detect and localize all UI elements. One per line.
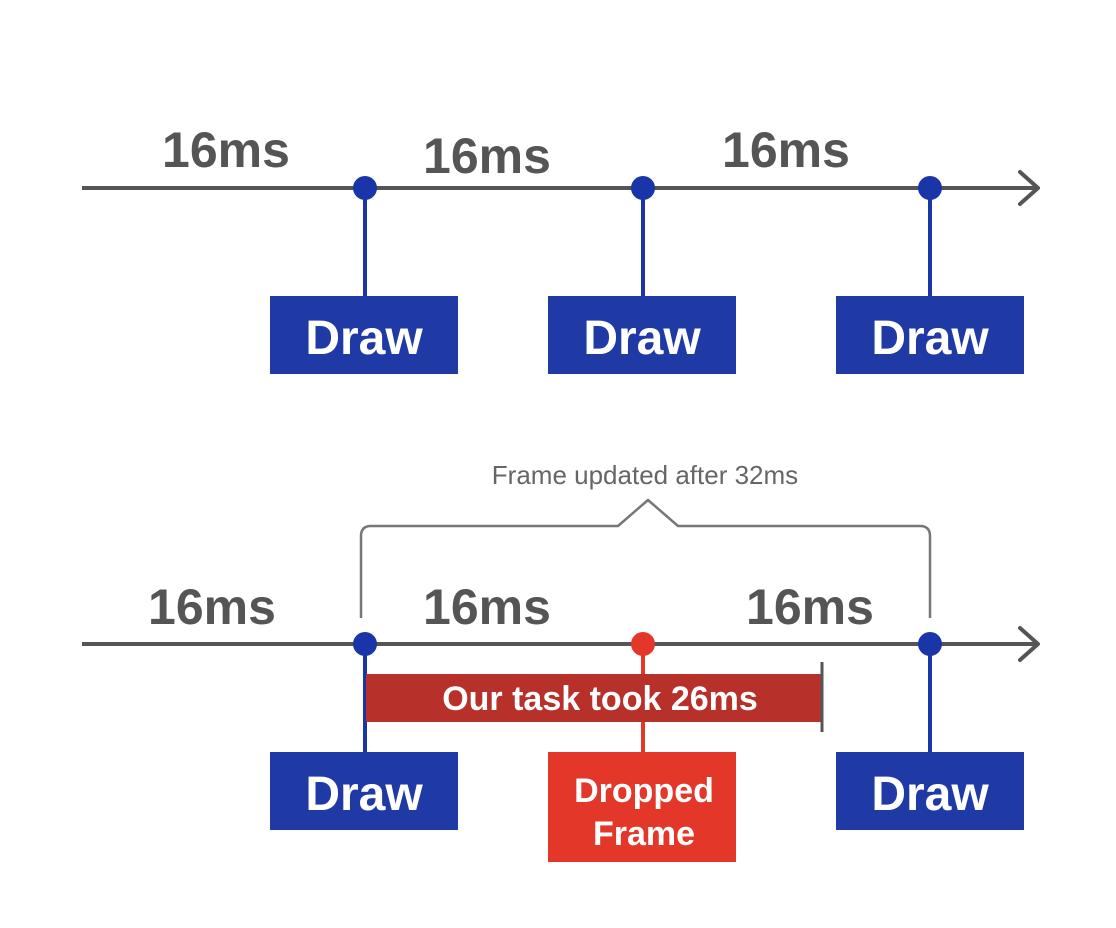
bottom-interval-label-1: 16ms <box>148 579 276 635</box>
bottom-frame-1-draw-label: Draw <box>305 768 423 821</box>
top-axis-arrowhead <box>1018 170 1040 206</box>
bracket-shape <box>359 498 932 618</box>
top-frame-2: Draw <box>548 176 736 374</box>
bottom-frame-1-marker <box>353 632 377 656</box>
top-frame-1-draw-label: Draw <box>305 312 423 365</box>
top-frame-1-draw-box <box>270 296 458 374</box>
bottom-frame-1-draw-box <box>270 752 458 830</box>
top-frame-1: Draw <box>270 176 458 374</box>
top-timeline: 16ms 16ms 16ms Draw Draw Draw <box>82 122 1040 374</box>
top-interval-label-3: 16ms <box>722 122 850 178</box>
dropped-frame-box <box>548 752 736 862</box>
bottom-frame-1 <box>353 632 377 754</box>
task-bar-fill <box>366 674 822 722</box>
bottom-interval-label-2: 16ms <box>423 579 551 635</box>
bracket-label: Frame updated after 32ms <box>492 460 798 490</box>
top-frame-2-marker <box>631 176 655 200</box>
bottom-frame-3 <box>918 632 942 754</box>
task-duration-bar: Our task took 26ms <box>366 662 824 732</box>
bottom-timeline: Frame updated after 32ms 16ms 16ms 16ms … <box>82 460 1040 862</box>
bottom-frame-3-draw-label: Draw <box>871 768 989 821</box>
bottom-frame-2-marker <box>631 632 655 656</box>
bottom-frame-3-marker <box>918 632 942 656</box>
frame-update-bracket: Frame updated after 32ms <box>359 460 932 618</box>
bottom-frame-3-draw-box <box>836 752 1024 830</box>
bottom-axis-arrowhead <box>1018 626 1040 662</box>
top-interval-label-2: 16ms <box>423 128 551 184</box>
dropped-frame-label-line2: Frame <box>593 815 695 853</box>
top-frame-1-marker <box>353 176 377 200</box>
top-frame-2-draw-box <box>548 296 736 374</box>
top-frame-2-draw-label: Draw <box>583 312 701 365</box>
dropped-frame-label-line1: Dropped <box>574 772 714 810</box>
top-frame-3-draw-box <box>836 296 1024 374</box>
top-frame-3-marker <box>918 176 942 200</box>
task-bar-label: Our task took 26ms <box>442 680 758 718</box>
bottom-interval-label-3: 16ms <box>746 579 874 635</box>
top-interval-label-1: 16ms <box>162 122 290 178</box>
top-frame-3-draw-label: Draw <box>871 312 989 365</box>
top-frame-3: Draw <box>836 176 1024 374</box>
